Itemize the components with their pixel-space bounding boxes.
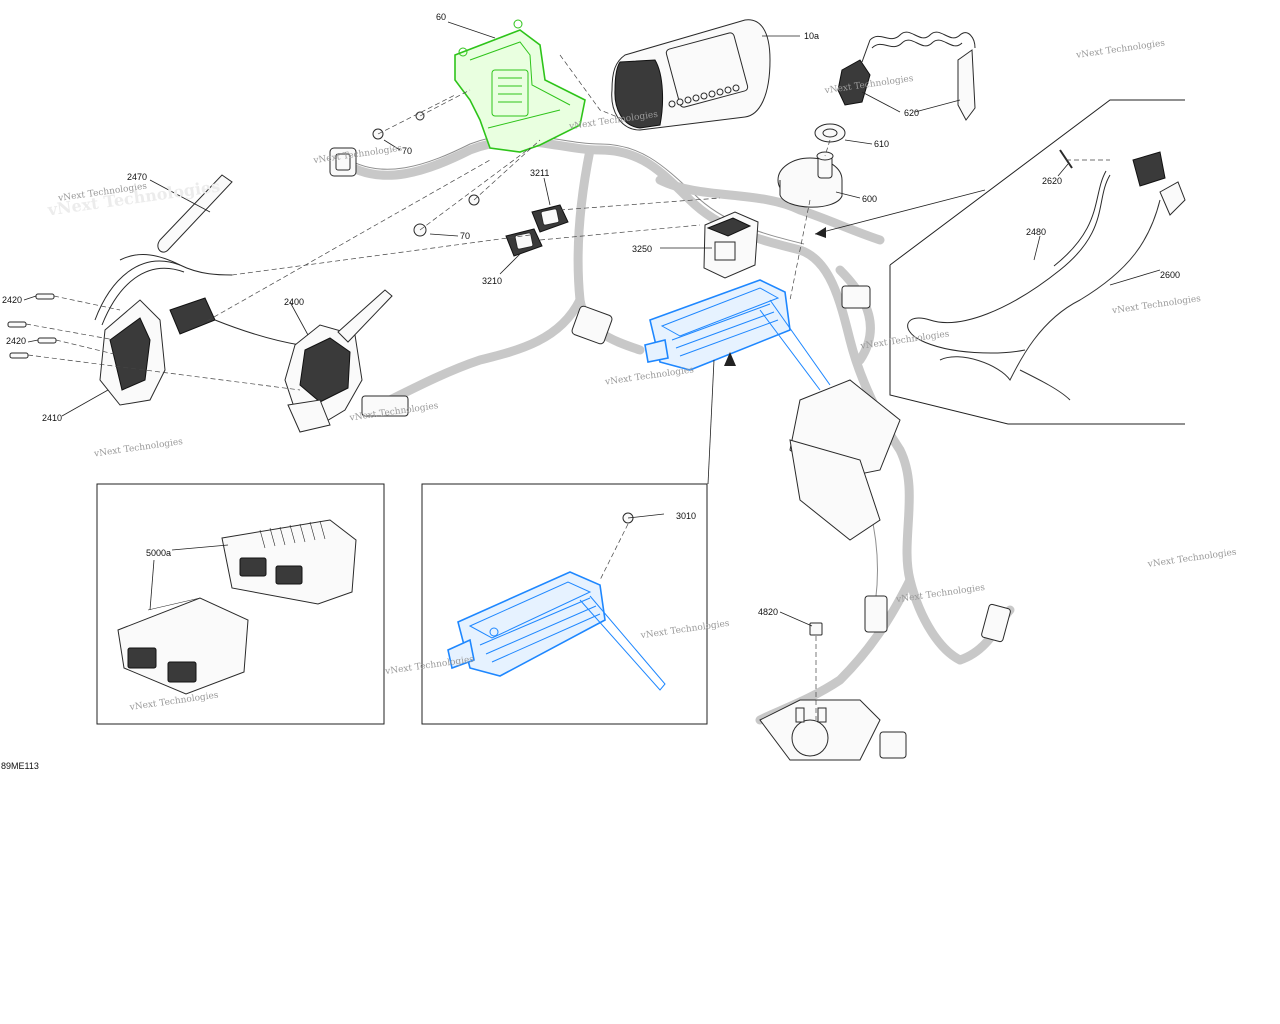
inset-frame-ecu-3010 <box>421 483 708 725</box>
leader-lines <box>23 21 1161 627</box>
bracket-60-highlighted <box>454 19 586 153</box>
ignition-switch-600 <box>777 151 843 208</box>
bolts-2420 <box>7 293 57 359</box>
callout-2420-upper: 2420 <box>2 295 22 305</box>
watermark-text: vNext Technologies <box>604 365 695 388</box>
ecu-module-highlighted-inset <box>447 571 666 691</box>
watermark-text: vNext Technologies <box>1111 294 1202 317</box>
steering-column-assembly <box>789 379 901 541</box>
watermark-text: vNext Technologies <box>128 691 219 714</box>
harness-connector-bottom <box>879 731 907 759</box>
callout-3210: 3210 <box>482 276 502 286</box>
harness-connector-right <box>841 285 871 309</box>
callout-labels: 60 10a 620 610 600 70 70 3211 3210 3250 … <box>1 12 1180 771</box>
connector-3211 <box>531 204 569 233</box>
fuse-box-3250 <box>703 211 759 279</box>
callout-620: 620 <box>904 108 919 118</box>
harness-connector-left <box>329 147 357 177</box>
inset-frame-ecu-5000a <box>96 483 385 725</box>
accessory-harness-inset <box>889 99 1186 425</box>
callout-610: 610 <box>874 139 889 149</box>
ecu-module-5000a-lower <box>117 597 249 695</box>
callout-2470: 2470 <box>127 172 147 182</box>
callout-60: 60 <box>436 12 446 22</box>
display-gauge-10a <box>611 19 771 131</box>
screw-70-b <box>413 194 480 237</box>
callout-2410: 2410 <box>42 413 62 423</box>
harness-connector-mid <box>571 305 613 345</box>
screw-70-a <box>372 111 425 140</box>
watermark-text: vNext Technologies <box>1075 38 1166 61</box>
watermark-text: vNext Technologies <box>93 437 184 460</box>
harness-connector-lower-right-b <box>981 603 1011 643</box>
switch-housing-2410 <box>99 299 166 406</box>
watermark-text: vNext Technologies <box>312 144 403 167</box>
callout-600: 600 <box>862 194 877 204</box>
harness-tail-left <box>94 260 185 326</box>
assembly-guide-lines <box>25 54 1110 720</box>
callout-2420-lower: 2420 <box>6 336 26 346</box>
callout-3250: 3250 <box>632 244 652 254</box>
callout-3010: 3010 <box>676 511 696 521</box>
watermark-text: vNext Technologies <box>1146 547 1237 570</box>
coiled-tether-620 <box>837 31 976 121</box>
callout-3211: 3211 <box>530 168 549 178</box>
watermark-text: vNext Technologies <box>639 619 730 642</box>
ecu-module-highlighted-main <box>644 279 831 391</box>
watermark-text: vNext Technologies <box>384 655 475 678</box>
callout-2480: 2480 <box>1026 227 1046 237</box>
callout-2400: 2400 <box>284 297 304 307</box>
clip-nut-4820 <box>809 622 823 636</box>
gauge-indicator-lights <box>668 84 740 108</box>
screw-3010 <box>622 512 665 524</box>
callout-5000a: 5000a <box>146 548 171 558</box>
callout-4820: 4820 <box>758 607 778 617</box>
harness-connector-lower-right-a <box>864 595 888 633</box>
callout-70-upper: 70 <box>402 146 412 156</box>
callout-70-lower: 70 <box>460 231 470 241</box>
connector-2400-plug <box>169 297 301 346</box>
diagram-code: 89ME113 <box>1 761 39 771</box>
ecu-module-5000a-upper <box>221 519 357 605</box>
relay-base-assembly <box>759 699 881 761</box>
ring-nut-610 <box>814 123 846 143</box>
throttle-switch-2400 <box>284 289 393 433</box>
harness-connector-lower-left <box>361 395 409 417</box>
callout-2600: 2600 <box>1160 270 1180 280</box>
callout-10a: 10a <box>804 31 819 41</box>
callout-2620: 2620 <box>1042 176 1062 186</box>
connector-3210 <box>505 228 543 257</box>
